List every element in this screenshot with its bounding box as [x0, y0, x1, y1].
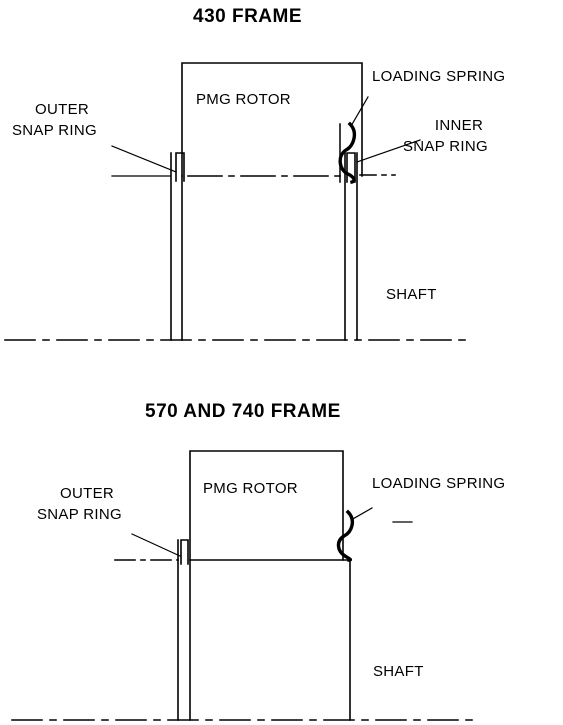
top-outer-snap-ring [175, 152, 185, 182]
bottom-pmg-rotor-label: PMG ROTOR [203, 480, 298, 497]
top-loading-spring-leader [350, 96, 369, 127]
bottom-loading-spring-label: LOADING SPRING [372, 475, 506, 492]
top-inner-snap-ring [346, 152, 356, 183]
bottom-outer-snap-ring-label-line2: SNAP RING [37, 506, 122, 523]
bottom-pmg-rotor-body [189, 450, 344, 561]
top-assembly [4, 62, 473, 341]
bottom-loading-spring-leader [350, 507, 373, 521]
top-diagram-title: 430 FRAME [193, 6, 303, 27]
bottom-diagram-title: 570 AND 740 FRAME [145, 401, 341, 422]
bottom-assembly [11, 450, 473, 721]
bottom-outer-snap-ring-leader [131, 533, 181, 557]
bottom-loading-spring [336, 509, 355, 562]
top-inner-snap-ring-label-line2: SNAP RING [403, 138, 488, 155]
bottom-outer-snap-ring-label-line1: OUTER [60, 485, 114, 502]
bottom-shaft-label: SHAFT [373, 663, 424, 680]
top-outer-snap-ring-label-line1: OUTER [35, 101, 89, 118]
top-loading-spring-label: LOADING SPRING [372, 68, 506, 85]
top-inner-snap-ring-label-line1: INNER [434, 117, 484, 134]
top-shaft-label: SHAFT [386, 286, 437, 303]
top-pmg-rotor-body [181, 62, 363, 177]
bottom-outer-snap-ring [180, 539, 189, 565]
top-outer-snap-ring-label-line2: SNAP RING [12, 122, 97, 139]
top-outer-snap-ring-leader [111, 145, 177, 173]
top-inner-snap-ring-leader [356, 139, 421, 163]
top-pmg-rotor-label: PMG ROTOR [196, 91, 291, 108]
